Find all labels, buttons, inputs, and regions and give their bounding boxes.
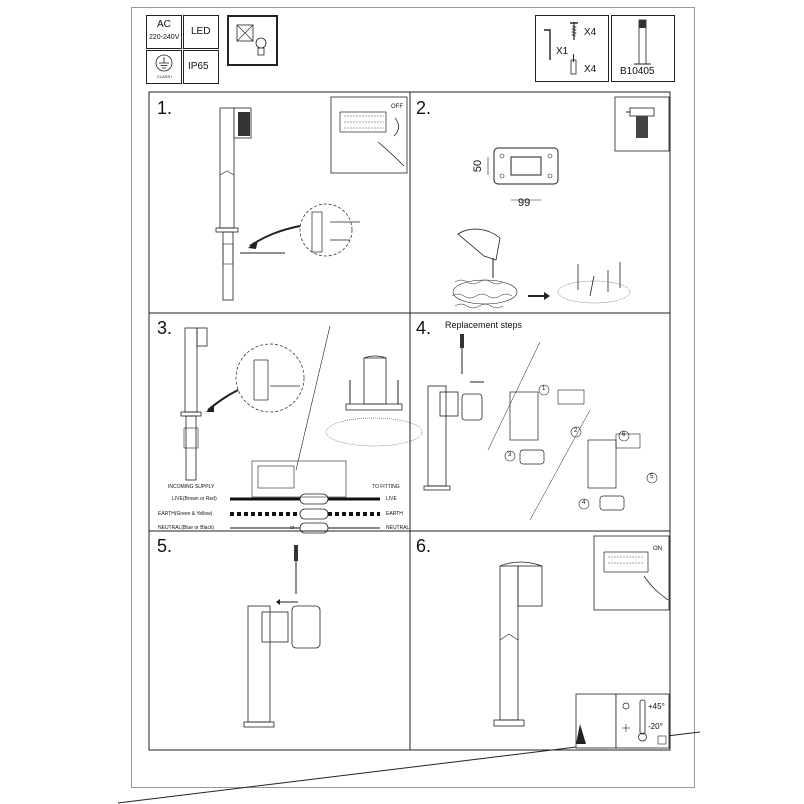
incoming-supply-label: INCOMING SUPPLY xyxy=(168,484,215,490)
earth-in-label: EARTH(Green & Yellow) xyxy=(158,511,213,517)
live-in-label: LIVE(Brown or Red) xyxy=(172,496,217,502)
neutral-out-label: NEUTRAL xyxy=(386,525,410,531)
spec-ip-box: IP65 xyxy=(183,50,219,84)
step-4-callout-1: 1 xyxy=(542,386,546,392)
spec-ac-box: AC 220-240V xyxy=(146,15,182,49)
power-type: AC xyxy=(157,19,171,30)
live-out-label: LIVE xyxy=(386,496,397,502)
anchor-count: X4 xyxy=(584,64,597,75)
kit-contents-box: X4 X1 X4 xyxy=(535,15,609,82)
bulb-icon xyxy=(236,24,267,56)
voltage: 220-240V xyxy=(149,34,180,41)
bollard-thumbnail-icon xyxy=(634,19,651,65)
light-source: LED xyxy=(191,26,211,37)
screw-count: X4 xyxy=(584,27,597,38)
thermometer-icon xyxy=(638,699,647,742)
sun-icon xyxy=(622,702,630,710)
step-4-number: 4. xyxy=(416,318,432,338)
instruction-sheet xyxy=(131,7,695,788)
earth-out-label: EARTH xyxy=(386,511,403,517)
step-2-width-dim: 99 xyxy=(518,197,531,209)
or-label: or xyxy=(290,525,295,531)
product-thumbnail-box: B10405 xyxy=(611,15,675,82)
step-5-number: 5. xyxy=(157,536,173,556)
step-4-callout-2: 2 xyxy=(574,428,578,434)
model-number: B10405 xyxy=(620,66,655,77)
step-3-number: 3. xyxy=(157,318,173,338)
step-4-callout-3: 3 xyxy=(508,452,512,458)
snowflake-icon xyxy=(622,724,630,732)
step-2-number: 2. xyxy=(416,98,432,118)
step-6-temp-min: -20° xyxy=(648,722,663,731)
earth-ground-icon xyxy=(155,54,173,72)
step-1-number: 1. xyxy=(157,98,173,118)
class-label: CLASS I xyxy=(157,74,173,79)
step-6-temp-max: +45° xyxy=(648,702,665,711)
to-fitting-label: TO FITTING xyxy=(372,484,400,490)
protection-rating: IP65 xyxy=(188,61,209,72)
drill-icon xyxy=(626,107,655,138)
step-6-switch-on: ON xyxy=(653,546,662,552)
lamp-thumbnail-box xyxy=(227,15,278,66)
spec-led-box: LED xyxy=(183,15,219,49)
step-1-switch-off: OFF xyxy=(391,104,403,110)
spec-class-box: CLASS I xyxy=(146,50,182,84)
step-4-callout-4: 4 xyxy=(582,500,586,506)
step-6-number: 6. xyxy=(416,536,432,556)
neutral-in-label: NEUTRAL(Blue or Black) xyxy=(158,525,215,531)
step-4-title: Replacement steps xyxy=(445,320,523,330)
step-4-callout-5: 5 xyxy=(650,474,654,480)
tool-count: X1 xyxy=(556,46,569,57)
step-4-callout-6: 6 xyxy=(622,432,626,438)
allen-key-icon xyxy=(544,22,578,75)
